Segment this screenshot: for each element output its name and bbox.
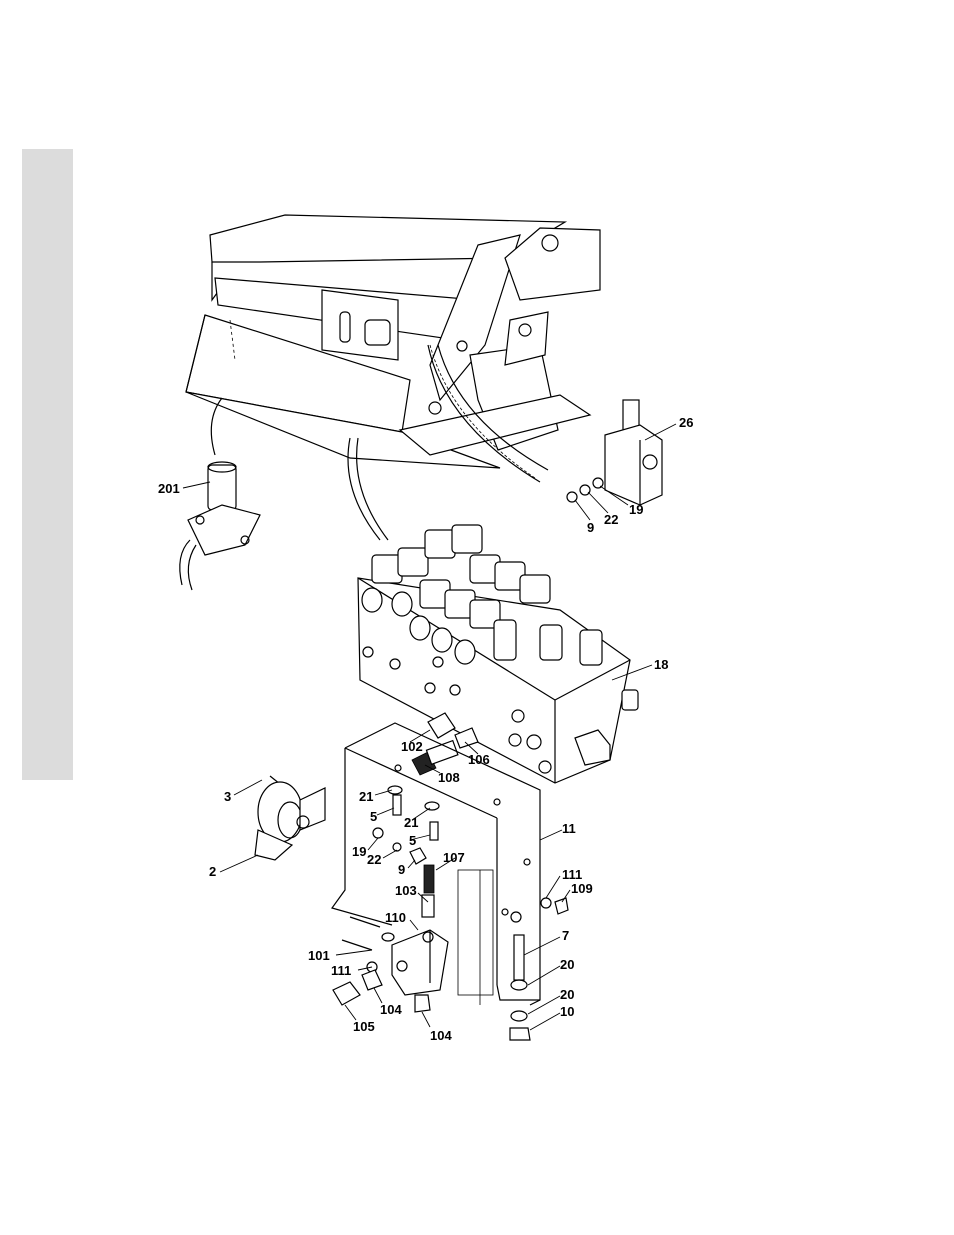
callout-2: 2 bbox=[209, 864, 216, 879]
horn-2 bbox=[255, 776, 325, 860]
callout-19: 19 bbox=[352, 844, 366, 859]
callout-21: 21 bbox=[404, 815, 418, 830]
callout-111: 111 bbox=[331, 963, 351, 978]
callout-111: 111 bbox=[562, 867, 582, 882]
callout-9: 9 bbox=[587, 520, 594, 535]
callout-26: 26 bbox=[679, 415, 693, 430]
callout-101: 101 bbox=[308, 948, 330, 963]
callout-104: 104 bbox=[380, 1002, 402, 1017]
callout-9: 9 bbox=[398, 862, 405, 877]
callout-3: 3 bbox=[224, 789, 231, 804]
chassis-frame bbox=[186, 215, 600, 482]
callout-105: 105 bbox=[353, 1019, 375, 1034]
callout-102: 102 bbox=[401, 739, 423, 754]
callout-11: 11 bbox=[562, 821, 576, 836]
callout-18: 18 bbox=[654, 657, 668, 672]
callout-22: 22 bbox=[604, 512, 618, 527]
callout-201: 201 bbox=[158, 481, 180, 496]
callout-5: 5 bbox=[370, 809, 377, 824]
callout-20: 20 bbox=[560, 957, 574, 972]
callout-22: 22 bbox=[367, 852, 381, 867]
callout-5: 5 bbox=[409, 833, 416, 848]
callout-20: 20 bbox=[560, 987, 574, 1002]
callout-103: 103 bbox=[395, 883, 417, 898]
callout-106: 106 bbox=[468, 752, 490, 767]
callout-108: 108 bbox=[438, 770, 460, 785]
callout-109: 109 bbox=[571, 881, 593, 896]
callout-10: 10 bbox=[560, 1004, 574, 1019]
hose-to-solenoid bbox=[211, 398, 222, 455]
callout-21: 21 bbox=[359, 789, 373, 804]
callout-110: 110 bbox=[385, 910, 406, 925]
callout-107: 107 bbox=[443, 850, 465, 865]
callout-19: 19 bbox=[629, 502, 643, 517]
callout-7: 7 bbox=[562, 928, 569, 943]
manifold-18 bbox=[358, 525, 638, 783]
callout-104: 104 bbox=[430, 1028, 452, 1043]
solenoid-201 bbox=[180, 462, 260, 590]
